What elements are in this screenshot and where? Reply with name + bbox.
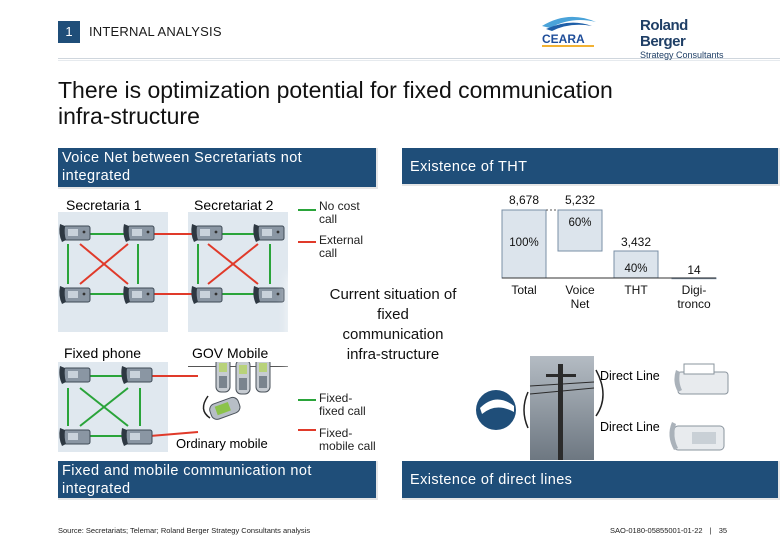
percent-label: 100% <box>509 237 538 249</box>
value-label: 8,678 <box>509 193 539 207</box>
telemar-logo-icon <box>476 390 516 430</box>
desk-phone-icon <box>121 366 152 384</box>
ceara-logo: CEARA <box>532 12 604 48</box>
desk-phone-icon <box>123 224 154 242</box>
desk-phone-icon <box>59 224 90 242</box>
desk-phone-icon <box>123 286 154 304</box>
ordinary-mobile-label: Ordinary mobile <box>176 436 268 451</box>
roland-berger-logo-tagline: Strategy Consultants <box>640 50 736 61</box>
roland-berger-logo-name: Roland Berger <box>640 18 736 50</box>
mobile-phone-icon <box>236 362 250 394</box>
voice-net-diagram <box>58 212 303 337</box>
voice-net-title-line-1: Voice Net between Secretariats not <box>62 149 376 167</box>
voice-net-panel-title: Voice Net between Secretariats not integ… <box>58 148 378 189</box>
current-situation-callout: Current situation of fixed communication… <box>300 285 486 369</box>
telephone-pole-icon <box>530 356 594 460</box>
document-code: SAO-0180-05855001-01-22 | 35 <box>610 526 727 535</box>
desk-phone-icon <box>121 428 152 446</box>
headline-line-1: There is optimization potential for fixe… <box>58 77 738 103</box>
ceara-logo-text: CEARA <box>542 32 585 46</box>
fixed-mobile-panel-title: Fixed and mobile communication not integ… <box>58 461 378 500</box>
value-label: 3,432 <box>621 235 651 249</box>
category-label: tronco <box>677 297 711 311</box>
callout-line-3: communication <box>300 325 486 345</box>
legend-fixed-mobile: Fixed- mobile call <box>319 427 376 453</box>
voice-net-title-line-2: integrated <box>62 167 376 185</box>
legend-fixed-mobile-line-2: mobile call <box>319 440 376 453</box>
slide-headline: There is optimization potential for fixe… <box>58 77 738 129</box>
desk-phone-icon <box>191 224 222 242</box>
voice-legend-swatches <box>296 198 318 258</box>
desk-phone-icon <box>253 224 284 242</box>
legend-external-line-2: call <box>319 247 363 260</box>
tht-panel-title: Existence of THT <box>402 148 780 186</box>
category-label: THT <box>624 283 648 297</box>
category-label: Net <box>571 297 590 311</box>
document-code-text: SAO-0180-05855001-01-22 <box>610 526 703 535</box>
percent-label: 60% <box>568 217 591 229</box>
legend-no-cost: No cost call <box>319 200 360 226</box>
mobile-phone-icon <box>216 362 230 392</box>
footer-separator: | <box>710 526 712 535</box>
section-number-badge: 1 <box>58 21 80 43</box>
ordinary-mobile-icon <box>208 396 242 421</box>
source-note: Source: Secretariats; Telemar; Roland Be… <box>58 526 310 535</box>
legend-fixed-fixed-line-2: fixed call <box>319 405 366 418</box>
callout-line-4: infra-structure <box>300 345 486 365</box>
callout-line-2: fixed <box>300 305 486 325</box>
section-title: INTERNAL ANALYSIS <box>89 24 222 39</box>
desk-phone-icon <box>59 428 90 446</box>
desk-phone-icon <box>669 422 724 450</box>
fixed-mobile-legend-swatches <box>296 392 318 442</box>
category-label: Digi- <box>682 283 707 297</box>
value-label: 5,232 <box>565 193 595 207</box>
page-number: 35 <box>719 526 727 535</box>
desk-phone-icon <box>253 286 284 304</box>
fax-machine-icon <box>674 364 728 394</box>
value-label: 14 <box>687 263 701 277</box>
desk-phone-icon <box>59 366 90 384</box>
fixed-mobile-title-line-1: Fixed and mobile communication not <box>62 462 376 480</box>
roland-berger-logo: Roland Berger Strategy Consultants <box>640 18 736 50</box>
callout-line-1: Current situation of <box>300 285 486 305</box>
direct-line-label-1: Direct Line <box>600 369 660 383</box>
direct-lines-panel-title: Existence of direct lines <box>402 461 780 500</box>
fixed-mobile-title-line-2: integrated <box>62 480 376 498</box>
desk-phone-icon <box>191 286 222 304</box>
mobile-phone-icon <box>256 362 270 392</box>
category-label: Total <box>511 283 536 297</box>
category-label: Voice <box>565 283 595 297</box>
direct-line-label-2: Direct Line <box>600 420 660 434</box>
desk-phone-icon <box>59 286 90 304</box>
legend-fixed-fixed: Fixed- fixed call <box>319 392 366 418</box>
percent-label: 40% <box>624 263 647 275</box>
legend-external: External call <box>319 234 363 260</box>
legend-no-cost-line-2: call <box>319 213 360 226</box>
headline-line-2: infra-structure <box>58 103 738 129</box>
